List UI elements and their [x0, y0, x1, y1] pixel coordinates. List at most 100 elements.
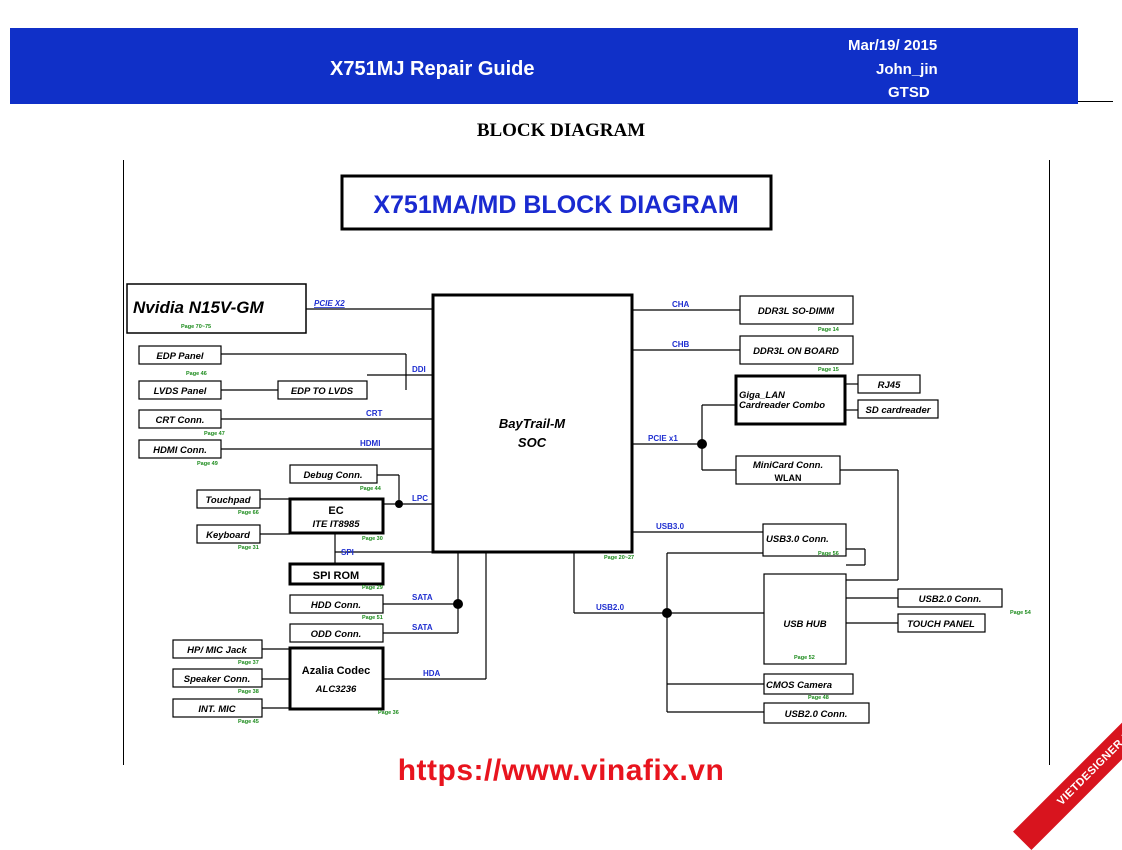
section-title: BLOCK DIAGRAM	[476, 120, 646, 141]
lvds-panel-label: LVDS Panel	[154, 386, 207, 397]
header-author: John_jin	[876, 61, 938, 78]
speaker-block	[172, 668, 263, 688]
int-mic-block	[172, 698, 263, 718]
junction-dot-lpc	[395, 500, 403, 508]
corner-badge-text: VIETDESIGNER.NET	[1013, 690, 1122, 850]
touch-panel-block	[897, 613, 986, 633]
bus-hdmi: HDMI	[360, 439, 380, 448]
keyboard-block	[196, 524, 261, 544]
ddr-onboard-label: DDR3L ON BOARD	[753, 346, 839, 357]
diagram-title-box	[340, 174, 773, 231]
hdmi-conn-block	[138, 439, 222, 459]
ec-label-2: ITE IT8985	[313, 519, 361, 530]
bus-ddi: DDI	[412, 365, 426, 374]
bus-chb: CHB	[672, 340, 690, 349]
bus-spi: SPI	[341, 548, 354, 557]
block-diagram: X751MA/MD BLOCK DIAGRAM	[126, 174, 1032, 725]
spi-rom-label: SPI ROM	[313, 570, 359, 582]
ddr-onboard-page: Page 15	[818, 367, 839, 373]
ddr-onboard-block	[739, 335, 854, 365]
bus-pcie-x1: PCIE x1	[648, 434, 678, 443]
cmos-block	[763, 673, 854, 695]
corner-badge: VIETDESIGNER.NET	[1010, 690, 1122, 850]
watermark-url: https://www.vinafix.vn	[397, 754, 725, 787]
touch-panel-label: TOUCH PANEL	[907, 619, 975, 630]
diagram-title: X751MA/MD BLOCK DIAGRAM	[373, 191, 738, 219]
hdd-conn-block	[289, 594, 384, 614]
hp-mic-label: HP/ MIC Jack	[187, 645, 247, 656]
hdd-page: Page 51	[362, 615, 383, 621]
bus-sata-2: SATA	[412, 623, 433, 632]
hdd-conn-label: HDD Conn.	[311, 600, 361, 611]
usb2-conn-b-label: USB2.0 Conn.	[785, 709, 848, 720]
usb3-page: Page 56	[818, 551, 839, 557]
bus-usb3: USB3.0	[656, 522, 685, 531]
bus-usb2: USB2.0	[596, 603, 625, 612]
usb3-conn-label: USB3.0 Conn.	[766, 534, 829, 545]
debug-conn-block	[289, 464, 378, 484]
edp-to-lvds-label: EDP TO LVDS	[291, 386, 354, 397]
hdmi-conn-label: HDMI Conn.	[153, 445, 207, 456]
cmos-label: CMOS Camera	[766, 680, 832, 691]
odd-conn-label: ODD Conn.	[311, 629, 362, 640]
rj45-block	[857, 374, 921, 394]
bus-cha: CHA	[672, 300, 690, 309]
odd-conn-block	[289, 623, 384, 643]
usb2-a-page: Page 54	[1010, 610, 1032, 616]
header-date: Mar/19/ 2015	[848, 37, 938, 54]
usb-hub-label: USB HUB	[783, 619, 826, 630]
bus-hda: HDA	[423, 669, 441, 678]
rj45-label: RJ45	[878, 380, 901, 391]
usb-hub-block	[763, 573, 847, 665]
spi-rom-block	[288, 562, 385, 586]
crt-conn-label: CRT Conn.	[156, 415, 205, 426]
frame-left	[123, 160, 124, 765]
codec-label-1: Azalia Codec	[302, 665, 370, 677]
touchpad-block	[196, 489, 261, 509]
keyboard-page: Page 31	[238, 545, 259, 551]
speaker-page: Page 38	[238, 689, 259, 695]
bus-pcie-x2: PCIE X2	[314, 299, 345, 308]
crt-conn-block	[138, 409, 222, 429]
edp-to-lvds-block	[277, 380, 368, 400]
cmos-page: Page 48	[808, 695, 829, 701]
junction-dot-pcie	[697, 439, 707, 449]
bus-sata-1: SATA	[412, 593, 433, 602]
edp-panel-label: EDP Panel	[156, 351, 204, 362]
edp-panel-page: Page 46	[186, 371, 207, 377]
header-title: X751MJ Repair Guide	[330, 58, 535, 80]
frame-right	[1049, 160, 1050, 765]
usb3-conn-block	[762, 523, 847, 557]
connection-lines	[221, 308, 899, 713]
speaker-label: Speaker Conn.	[184, 674, 251, 685]
gpu-page: Page 70~75	[181, 324, 211, 330]
minicard-label-2: WLAN	[775, 473, 802, 483]
spi-page: Page 29	[362, 585, 383, 591]
crt-page: Page 47	[204, 431, 225, 437]
gpu-label: Nvidia N15V-GM	[133, 298, 265, 317]
touchpad-page: Page 66	[238, 510, 259, 516]
int-mic-page: Page 45	[238, 719, 259, 725]
debug-page: Page 44	[360, 486, 382, 492]
keyboard-label: Keyboard	[206, 530, 250, 541]
junction-dot-sata	[453, 599, 463, 609]
sd-label: SD cardreader	[866, 405, 932, 416]
header-banner	[10, 28, 1078, 104]
ec-block	[288, 497, 385, 535]
header-dept: GTSD	[888, 84, 930, 101]
sd-block	[857, 399, 939, 419]
bus-crt: CRT	[366, 409, 383, 418]
lvds-panel-block	[138, 380, 222, 400]
touchpad-label: Touchpad	[205, 495, 250, 506]
lan-label-1: Giga_LAN	[739, 390, 786, 401]
bus-lpc: LPC	[412, 494, 428, 503]
junction-dot-usb2	[662, 608, 672, 618]
codec-block	[288, 646, 385, 711]
hdmi-page: Page 49	[197, 461, 218, 467]
codec-label-2: ALC3236	[315, 684, 357, 695]
ddr-sodimm-page: Page 14	[818, 327, 840, 333]
ec-label-1: EC	[328, 505, 343, 517]
soc-page: Page 20~27	[604, 555, 634, 561]
debug-conn-label: Debug Conn.	[303, 470, 362, 481]
ddr-sodimm-block	[739, 295, 854, 325]
